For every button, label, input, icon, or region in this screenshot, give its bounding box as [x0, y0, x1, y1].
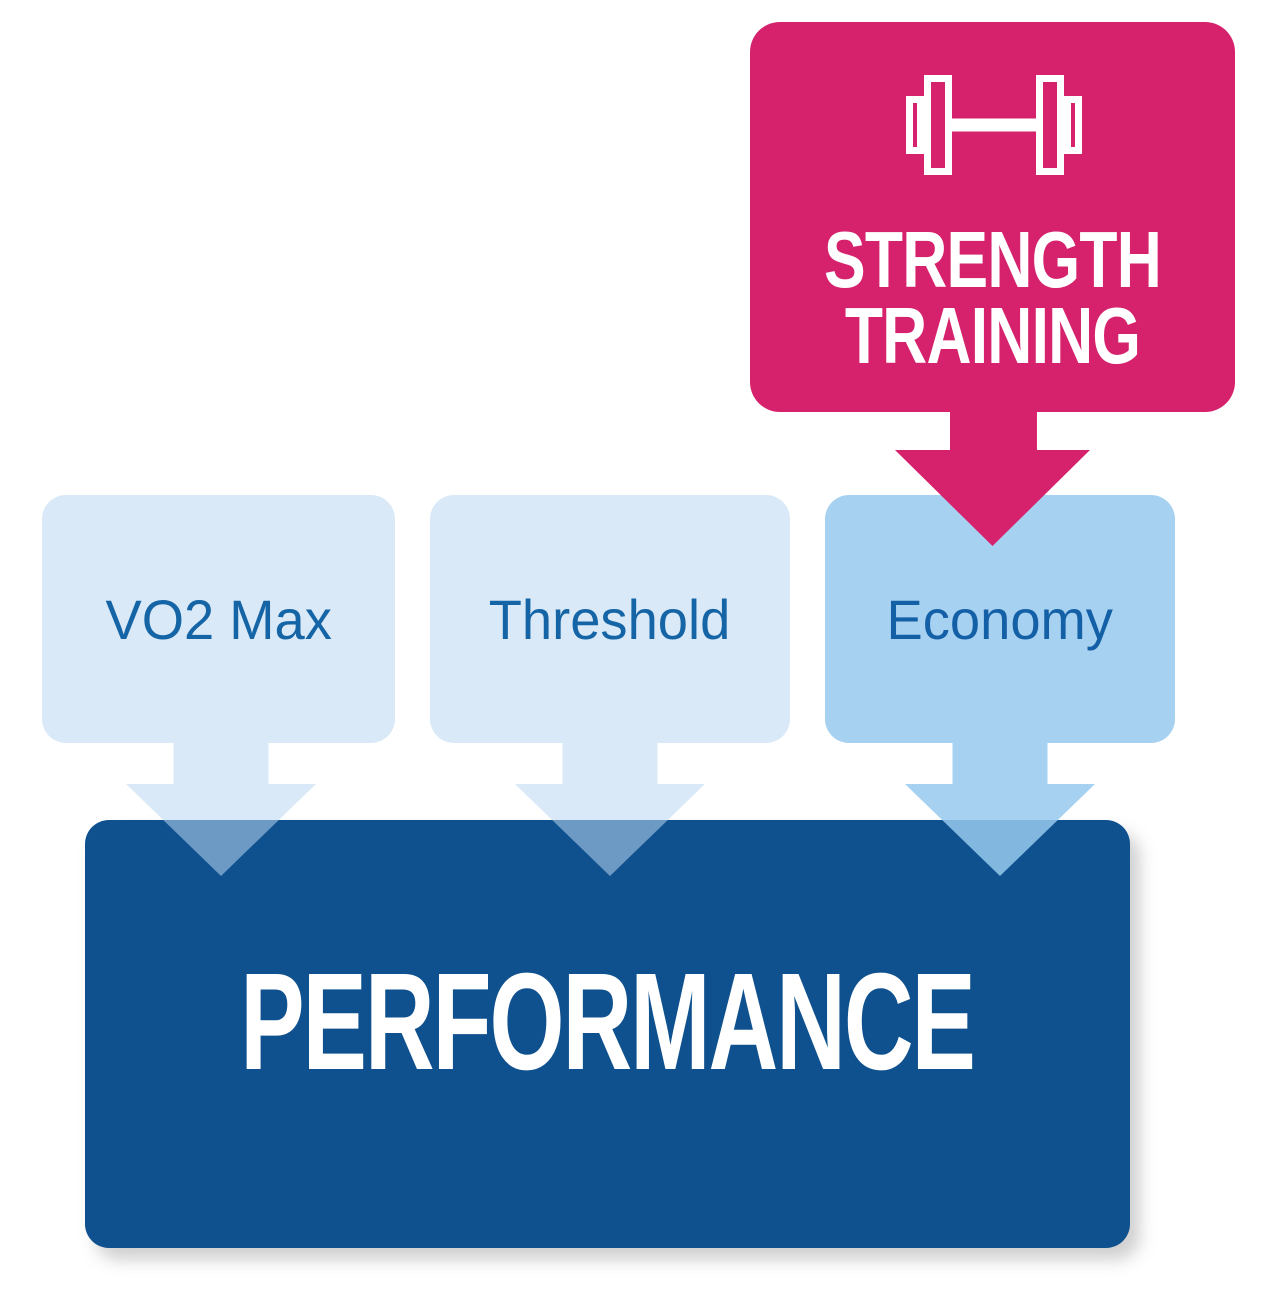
dumbbell-icon [906, 75, 1082, 175]
threshold-box: Threshold [430, 495, 790, 743]
performance-box: PERFORMANCE [85, 820, 1130, 1248]
vo2max-box: VO2 Max [42, 495, 395, 743]
strength-training-line1: STRENGTH [824, 215, 1162, 304]
strength-training-line2: TRAINING [844, 291, 1141, 380]
vo2max-label: VO2 Max [105, 587, 332, 651]
strength-training-label: STRENGTH TRAINING [803, 215, 1181, 380]
performance-label: PERFORMANCE [240, 944, 977, 1099]
threshold-label: Threshold [489, 587, 731, 651]
economy-label: Economy [886, 587, 1114, 651]
strength-training-box: STRENGTH TRAINING [750, 22, 1235, 412]
